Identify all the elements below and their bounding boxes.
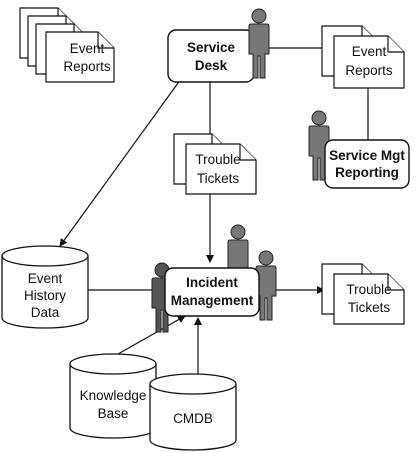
event-reports-right-line2: Reports <box>345 63 393 78</box>
incident-management-node: Incident Management <box>164 267 260 317</box>
connectors <box>59 44 369 376</box>
arrow-service-desk-event-history <box>59 71 187 247</box>
incident-management-line2: Management <box>171 293 254 308</box>
cmdb-database: CMDB <box>149 373 237 451</box>
incident-management-line1: Incident <box>186 275 238 290</box>
event-history-line1: Event <box>28 271 63 286</box>
event-reports-right-line1: Event <box>352 44 387 59</box>
knowledge-base-database: Knowledge Base <box>69 353 157 439</box>
event-history-line3: Data <box>31 305 60 320</box>
trouble-tickets-middle-line2: Tickets <box>197 171 240 186</box>
trouble-tickets-stack-right: Trouble Tickets <box>321 263 405 325</box>
service-desk-line1: Service <box>187 40 236 55</box>
service-desk-node: Service Desk <box>167 29 255 83</box>
event-reports-left-line1: Event <box>70 41 105 56</box>
arrow-knowledge-base-to-incident-management <box>117 315 186 355</box>
cmdb-label: CMDB <box>173 411 213 426</box>
trouble-tickets-middle-line1: Trouble <box>195 152 240 167</box>
service-mgt-reporting-node: Service Mgt Reporting <box>324 139 410 189</box>
service-mgt-reporting-line1: Service Mgt <box>329 148 405 163</box>
event-history-line2: History <box>24 288 66 303</box>
event-reports-stack-right: Event Reports <box>321 25 405 89</box>
knowledge-base-line1: Knowledge <box>80 388 147 403</box>
trouble-tickets-right-line1: Trouble <box>346 282 391 297</box>
event-reports-stack-left: Event Reports <box>19 7 115 83</box>
event-history-database: Event History Data <box>1 245 89 329</box>
service-mgt-reporting-line2: Reporting <box>335 165 399 180</box>
service-desk-line2: Desk <box>195 58 228 73</box>
trouble-tickets-right-line2: Tickets <box>348 300 391 315</box>
knowledge-base-line2: Base <box>98 406 129 421</box>
trouble-tickets-stack-middle: Trouble Tickets <box>173 133 257 195</box>
event-reports-left-line2: Reports <box>63 59 111 74</box>
